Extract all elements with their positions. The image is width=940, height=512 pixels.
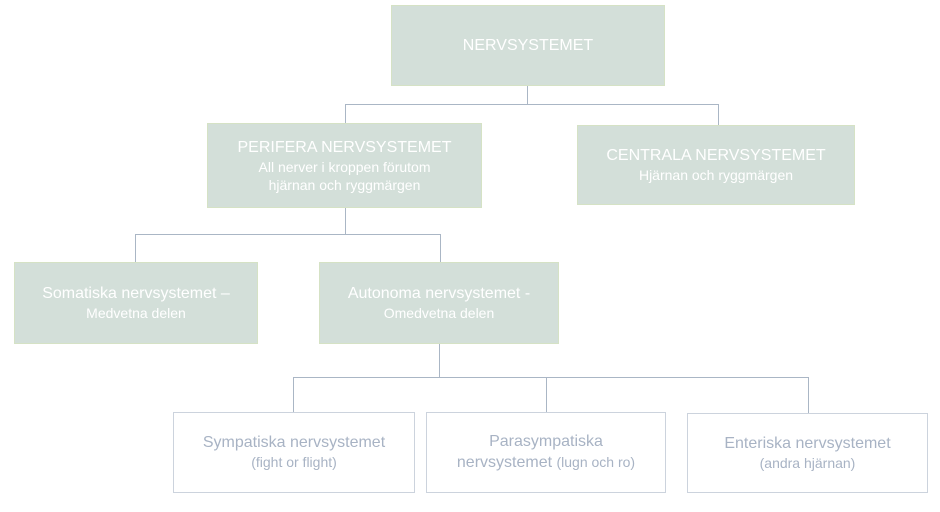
node-perifera-nervsystemet: PERIFERA NERVSYSTEMET All nerver i kropp… [207,123,482,208]
node-subtitle: Hjärnan och ryggmärgen [638,167,794,183]
node-title: PERIFERA NERVSYSTEMET [237,138,452,156]
node-title: NERVSYSTEMET [462,36,594,54]
node-note: (andra hjärnan) [759,454,856,471]
node-sympatiska-nervsystemet: Sympatiska nervsystemet (fight or flight… [173,412,415,493]
connector-level2-bar [345,104,719,105]
node-subtitle-line1: All nerver i kroppen förutom [258,158,431,175]
node-autonoma-nervsystemet: Autonoma nervsystemet - Omedvetna delen [319,262,559,344]
node-note: (fight or flight) [251,454,337,470]
connector-parasympatiska-drop [546,377,547,412]
node-title-line1: Parasympatiska [489,433,603,450]
node-somatiska-nervsystemet: Somatiska nervsystemet – Medvetna delen [14,262,258,344]
node-title: Autonoma nervsystemet - [347,285,531,302]
connector-sympatiska-drop [293,377,294,412]
connector-autonoma-drop [440,234,441,262]
connector-level4-bar [293,377,809,378]
node-title: Somatiska nervsystemet – [42,285,230,302]
node-title: Sympatiska nervsystemet [202,434,386,451]
node-nervsystemet: NERVSYSTEMET [391,5,665,86]
connector-perifera-drop [345,104,346,123]
node-title-line2: nervsystemet (lugn och ro) [457,452,635,473]
node-enteriska-nervsystemet: Enteriska nervsystemet (andra hjärnan) [687,413,928,493]
node-title: Enteriska nervsystemet [724,434,891,452]
connector-level3-bar [135,234,441,235]
node-note: (lugn och ro) [556,454,636,470]
node-subtitle: Medvetna delen [86,305,186,321]
node-subtitle-line2: hjärnan och ryggmärgen [268,176,421,193]
connector-enteriska-drop [808,377,809,413]
connector-root-stem [527,86,528,105]
connector-centrala-drop [718,104,719,125]
node-title-line2-text: nervsystemet [456,454,553,471]
node-subtitle: Omedvetna delen [383,305,495,321]
connector-perifera-stem [345,208,346,235]
node-parasympatiska-nervsystemet: Parasympatiska nervsystemet (lugn och ro… [426,412,666,493]
node-title: CENTRALA NERVSYSTEMET [606,147,826,164]
connector-somatiska-drop [135,234,136,262]
node-centrala-nervsystemet: CENTRALA NERVSYSTEMET Hjärnan och ryggmä… [577,125,855,205]
connector-autonoma-stem [439,344,440,378]
